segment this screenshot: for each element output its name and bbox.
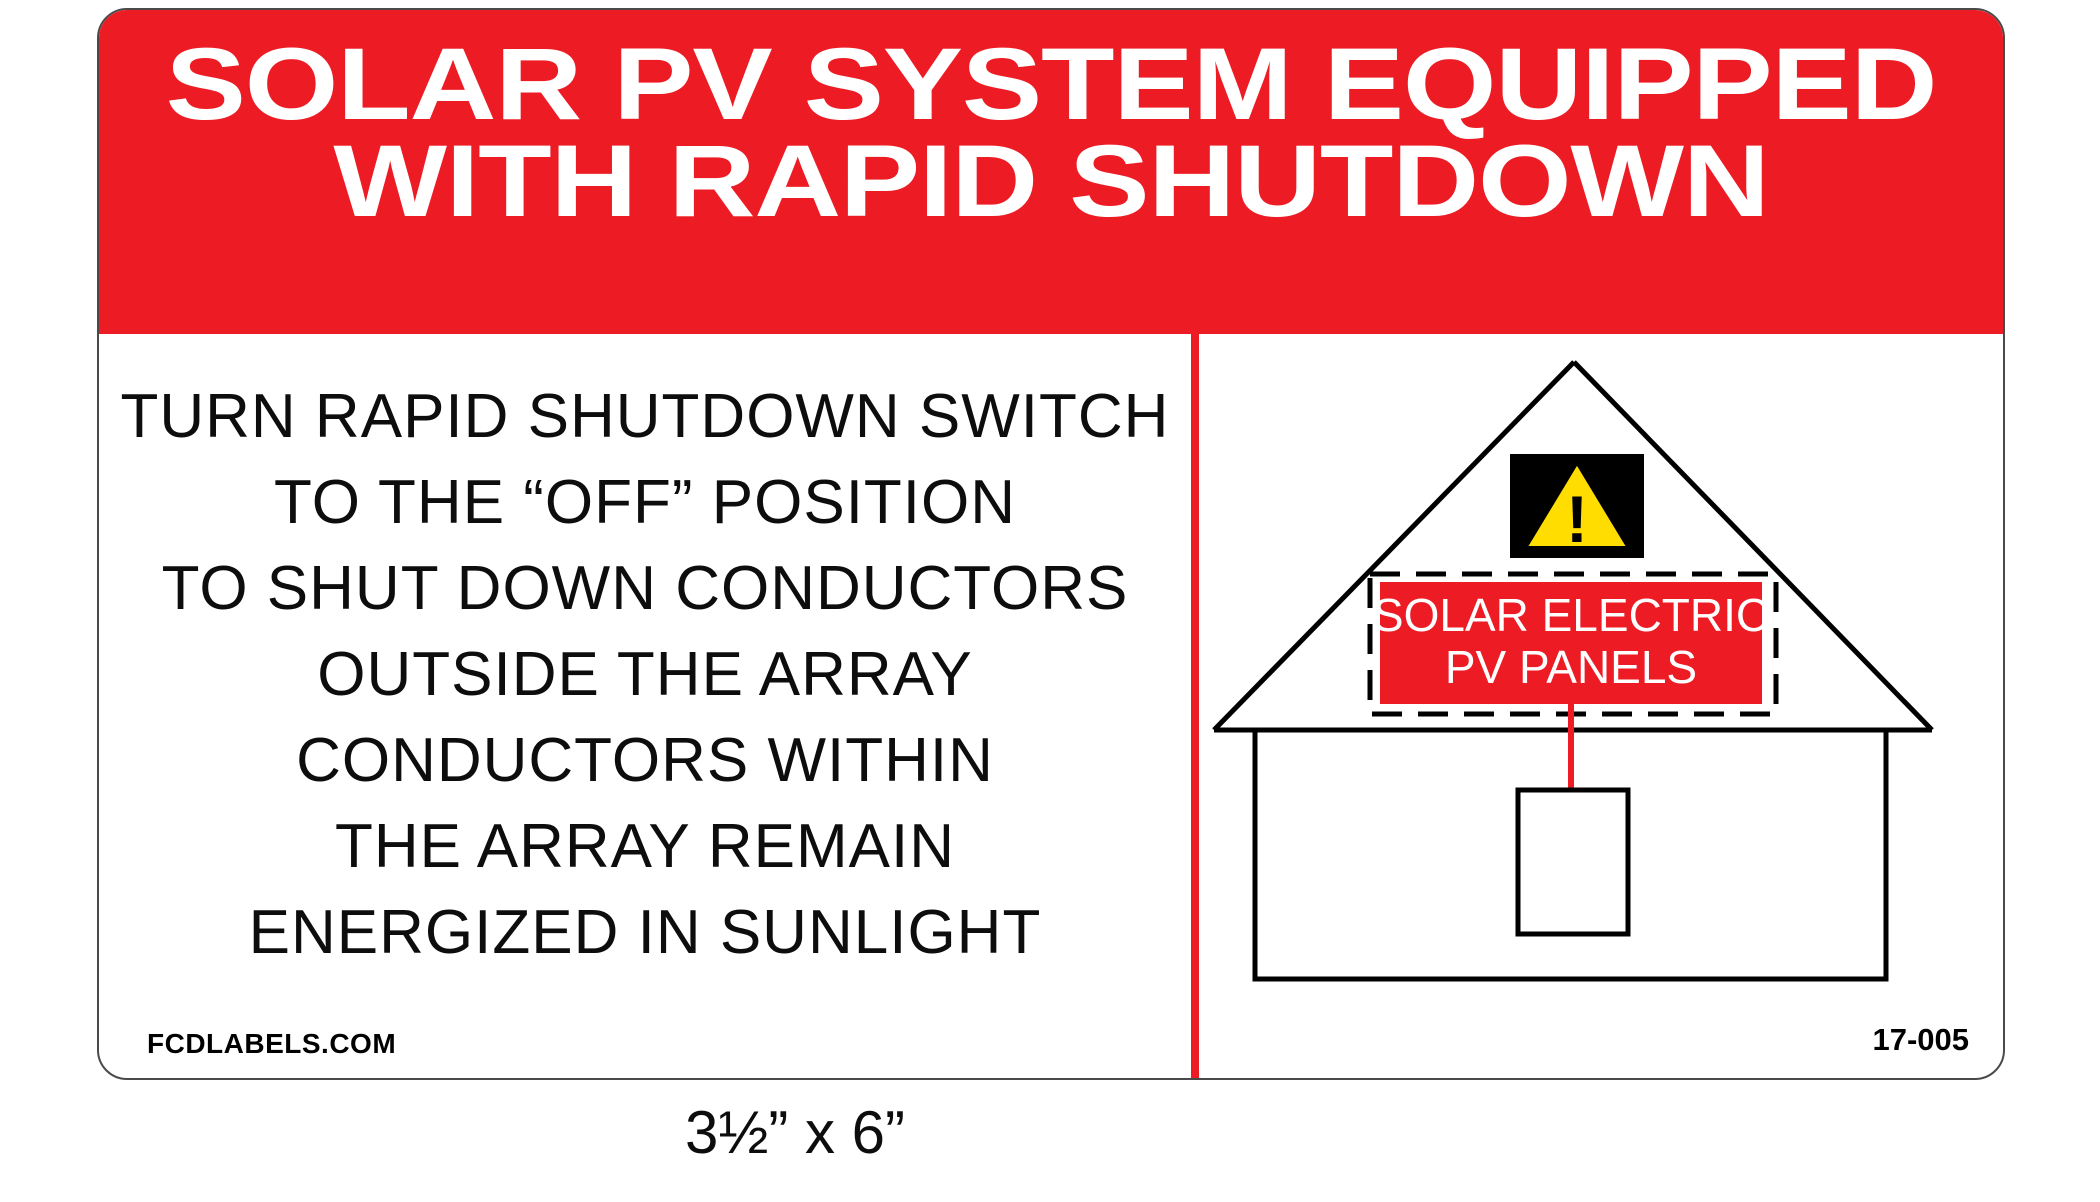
instruction-line: THE ARRAY REMAIN (334, 812, 956, 881)
pv-panel-label-line1: SOLAR ELECTRIC (1373, 589, 1769, 641)
warning-triangle-icon (1523, 460, 1631, 550)
instruction-line: TO SHUT DOWN CONDUCTORS (161, 554, 1129, 623)
header-title-line2: WITH RAPID SHUTDOWN (333, 124, 1769, 238)
instruction-line: CONDUCTORS WITHIN (296, 726, 994, 795)
roof-right-slope (1572, 360, 1934, 732)
disconnect-box (1515, 787, 1631, 937)
column-divider (1191, 334, 1199, 1078)
instruction-line: TURN RAPID SHUTDOWN SWITCH (120, 382, 1170, 451)
instruction-line: OUTSIDE THE ARRAY (317, 640, 973, 709)
pv-panel-box (1380, 582, 1762, 704)
header-title-line1: SOLAR PV SYSTEM EQUIPPED (165, 27, 1938, 141)
size-caption: 3½” x 6” (684, 1099, 906, 1166)
footer-brand: FCDLABELS.COM (147, 1028, 397, 1059)
footer-part-number: 17-005 (1872, 1022, 1969, 1057)
warning-exclamation: ! (1566, 482, 1588, 556)
instruction-line: ENERGIZED IN SUNLIGHT (248, 898, 1042, 967)
instructions-block: TURN RAPID SHUTDOWN SWITCH TO THE “OFF” … (99, 334, 1191, 1078)
rapid-shutdown-label: SOLAR PV SYSTEM EQUIPPED WITH RAPID SHUT… (97, 8, 2005, 1080)
house-diagram: ! SOLAR ELECTRIC PV PANELS (1212, 360, 1934, 982)
label-header: SOLAR PV SYSTEM EQUIPPED WITH RAPID SHUT… (99, 10, 2003, 334)
roof-left-slope (1212, 360, 1576, 732)
instruction-line: TO THE “OFF” POSITION (273, 468, 1017, 537)
pv-panel-label-line2: PV PANELS (1445, 641, 1697, 693)
